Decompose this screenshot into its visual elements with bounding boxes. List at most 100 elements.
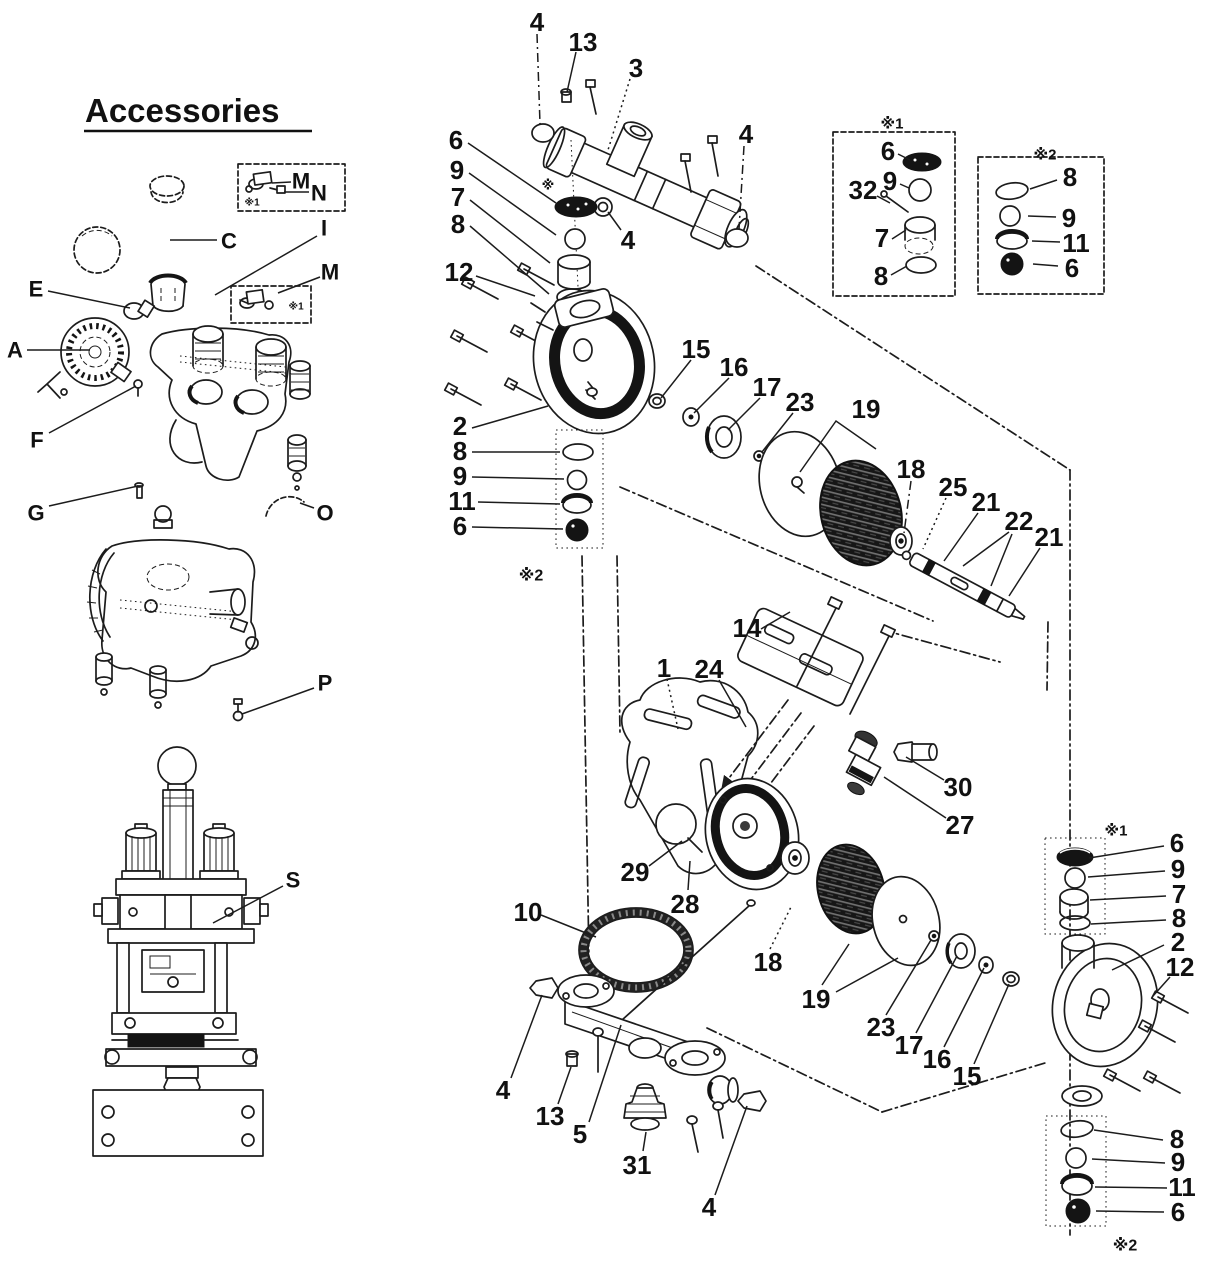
accessory-callout-※1-7: ※1 bbox=[288, 301, 304, 313]
part-callout-14-38: 14 bbox=[733, 613, 762, 643]
part-leader-13-1 bbox=[566, 51, 577, 93]
accessory-callout-F-9: F bbox=[30, 428, 43, 453]
part-callout-15-17: 15 bbox=[682, 334, 711, 364]
part-callout-4-3: 4 bbox=[739, 119, 754, 149]
part-leader-14-38 bbox=[760, 611, 791, 630]
part-leader-8-34 bbox=[1029, 179, 1058, 190]
plug-4-bottom-left bbox=[529, 977, 559, 999]
accessory-callout-C-3: C bbox=[221, 229, 237, 254]
accessory-ref-box-1 bbox=[237, 163, 346, 212]
plug-13-bottom bbox=[566, 1053, 578, 1067]
right-lower-valve-stack bbox=[1045, 1115, 1107, 1227]
accessory-callout-A-8: A bbox=[7, 338, 23, 363]
accessory-pump-clamped bbox=[86, 482, 305, 722]
part-leader-4-52 bbox=[510, 994, 543, 1079]
part-leader-13-53 bbox=[557, 1066, 572, 1105]
right-upper-valve-stack bbox=[1044, 837, 1106, 935]
part-callout-21-24: 21 bbox=[972, 487, 1001, 517]
inner-plate-28 bbox=[704, 777, 800, 891]
part-callout-9-65: 9 bbox=[1171, 1147, 1185, 1177]
part-callout-※2-68: ※2 bbox=[1113, 1237, 1138, 1255]
part-callout-10-45: 10 bbox=[514, 897, 543, 927]
ref-box-1-parts bbox=[880, 152, 942, 274]
part-leader-11-14 bbox=[477, 501, 561, 505]
part-callout-31-55: 31 bbox=[623, 1150, 652, 1180]
accessory-leader-S-13 bbox=[212, 885, 284, 924]
upper-diaphragm-set bbox=[648, 393, 913, 567]
part-callout-9-29: 9 bbox=[883, 166, 897, 196]
part-callout-4-52: 4 bbox=[496, 1075, 511, 1105]
accessory-leader-M-0 bbox=[271, 181, 292, 184]
part-leader-22-25 bbox=[962, 531, 1010, 567]
part-leader-16-50 bbox=[943, 967, 985, 1048]
accessory-leader-M-6 bbox=[277, 276, 321, 294]
part-callout-3-2: 3 bbox=[629, 53, 643, 83]
part-callout-19-21: 19 bbox=[852, 394, 881, 424]
ref-box-2 bbox=[977, 156, 1105, 295]
part-callout-5-54: 5 bbox=[573, 1119, 587, 1149]
part-callout-1-39: 1 bbox=[657, 653, 671, 683]
accessory-pump-front-view bbox=[92, 746, 269, 1157]
part-callout-6-28: 6 bbox=[881, 136, 895, 166]
part-callout-23-48: 23 bbox=[867, 1012, 896, 1042]
part-leader-25-23 bbox=[922, 497, 947, 550]
part-callout-2-11: 2 bbox=[453, 411, 467, 441]
accessory-leader-G-10 bbox=[48, 485, 139, 507]
part-callout-6-37: 6 bbox=[1065, 253, 1079, 283]
part-callout-2-62: 2 bbox=[1171, 927, 1185, 957]
part-callout-8-32: 8 bbox=[874, 261, 888, 291]
part-leader-8-32 bbox=[890, 265, 908, 276]
part-leader-31-55 bbox=[642, 1131, 647, 1152]
part-leader-1-39 bbox=[666, 678, 679, 730]
part-callout-16-50: 16 bbox=[923, 1044, 952, 1074]
part-leader-15-51 bbox=[973, 983, 1010, 1065]
part-callout-8-34: 8 bbox=[1063, 162, 1077, 192]
plug-4-bottom-right bbox=[737, 1090, 767, 1112]
pump-shaft bbox=[901, 550, 1026, 620]
left-chamber-bolts bbox=[443, 262, 555, 406]
part-leader-11-66 bbox=[1094, 1186, 1168, 1189]
accessory-callout-M-6: M bbox=[321, 260, 339, 285]
part-leader-7-31 bbox=[891, 229, 907, 240]
elbow-fitting bbox=[707, 1075, 739, 1105]
part-leader-6-58 bbox=[1088, 845, 1165, 859]
part-leader-5-54 bbox=[588, 1024, 622, 1123]
part-callout-7-60: 7 bbox=[1172, 879, 1186, 909]
part-callout-11-14: 11 bbox=[448, 486, 476, 516]
part-leader-19-47 bbox=[821, 943, 850, 986]
part-callout-9-59: 9 bbox=[1171, 854, 1185, 884]
accessory-regulator-exploded bbox=[37, 170, 311, 491]
accessory-callout-M-0: M bbox=[292, 169, 310, 194]
part-leader-2-11 bbox=[471, 405, 549, 429]
part-callout-19-47: 19 bbox=[802, 984, 831, 1014]
part-leader-22-25 bbox=[990, 533, 1013, 587]
part-leader-9-5 bbox=[468, 172, 557, 236]
part-callout-18-46: 18 bbox=[754, 947, 783, 977]
part-callout-18-22: 18 bbox=[897, 454, 926, 484]
left-chamber bbox=[530, 288, 656, 435]
part-callout-6-58: 6 bbox=[1170, 828, 1184, 858]
accessory-valve-m2 bbox=[239, 288, 274, 310]
accessory-ref-box-2 bbox=[230, 285, 312, 324]
damper-31 bbox=[623, 1083, 667, 1131]
part-callout-21-26: 21 bbox=[1035, 522, 1064, 552]
part-callout-※1-27: ※1 bbox=[881, 115, 904, 133]
part-leader-4-3 bbox=[738, 145, 745, 230]
part-callout-15-51: 15 bbox=[953, 1061, 982, 1091]
bumper-29 bbox=[655, 803, 697, 845]
part-callout-9-35: 9 bbox=[1062, 203, 1076, 233]
accessory-callout-I-4: I bbox=[321, 216, 327, 241]
part-callout-11-66: 11 bbox=[1168, 1172, 1196, 1202]
part-callout-22-25: 22 bbox=[1005, 506, 1034, 536]
part-leader-9-65 bbox=[1091, 1158, 1166, 1164]
accessory-callout-S-13: S bbox=[286, 868, 301, 893]
part-callout-23-20: 23 bbox=[786, 387, 815, 417]
accessory-leader-O-11 bbox=[299, 502, 315, 509]
ref-box-1 bbox=[832, 131, 956, 297]
part-leader-23-20 bbox=[761, 412, 794, 453]
accessory-callout-P-12: P bbox=[318, 671, 333, 696]
part-callout-※1-57: ※1 bbox=[1105, 822, 1128, 840]
part-callout-25-23: 25 bbox=[939, 472, 968, 502]
